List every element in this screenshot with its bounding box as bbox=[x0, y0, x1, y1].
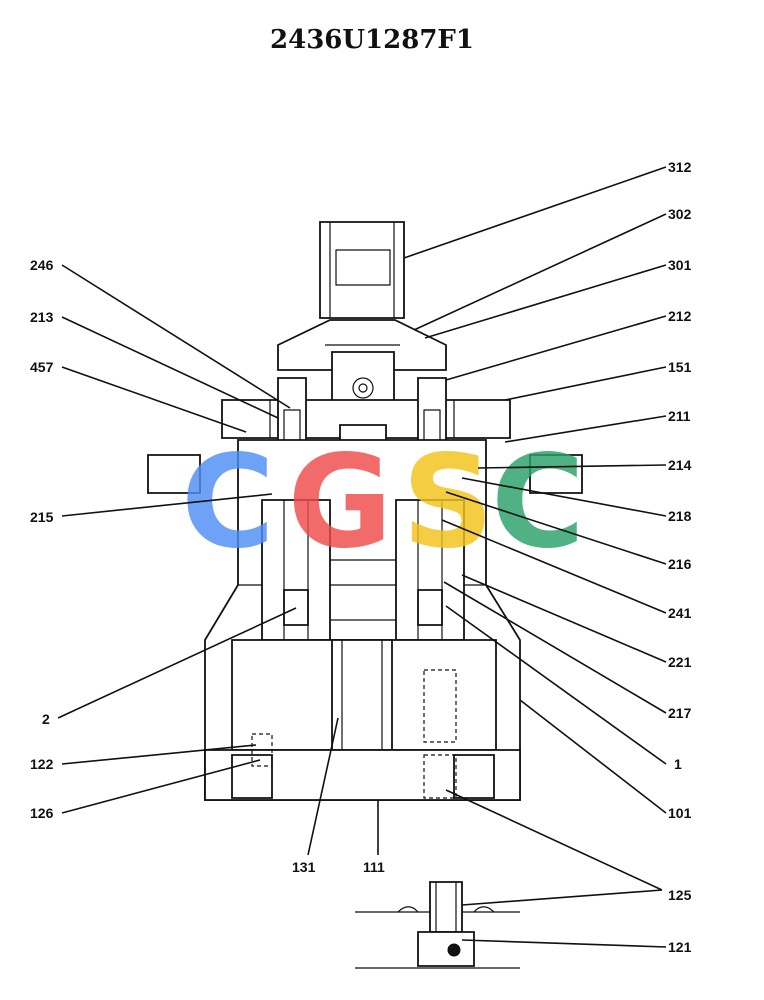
callout-125: 125 bbox=[668, 887, 692, 903]
watermark-letter: G bbox=[287, 428, 392, 577]
leader-lines bbox=[57, 166, 667, 948]
callout-217: 217 bbox=[668, 705, 692, 721]
callout-111: 111 bbox=[363, 859, 385, 875]
callout-312: 312 bbox=[668, 159, 692, 175]
valve-assembly-drawing bbox=[147, 221, 583, 969]
callout-1: 1 bbox=[674, 756, 682, 772]
callout-301: 301 bbox=[668, 257, 692, 273]
drawing-number-title: 2436U1287F1 bbox=[270, 25, 474, 55]
callout-126: 126 bbox=[30, 805, 54, 821]
callout-131: 131 bbox=[292, 859, 316, 875]
callout-122: 122 bbox=[30, 756, 54, 772]
callout-151: 151 bbox=[668, 359, 692, 375]
callout-101: 101 bbox=[668, 805, 692, 821]
callout-2: 2 bbox=[42, 711, 50, 727]
callout-121: 121 bbox=[668, 939, 692, 955]
callout-221: 221 bbox=[668, 654, 692, 670]
callout-302: 302 bbox=[668, 206, 692, 222]
callout-labels: 312 302 301 212 151 211 214 218 216 241 … bbox=[30, 159, 692, 955]
callout-214: 214 bbox=[668, 457, 692, 473]
watermark-letter: C bbox=[491, 428, 585, 577]
callout-246: 246 bbox=[30, 257, 54, 273]
callout-211: 211 bbox=[668, 408, 691, 424]
callout-457: 457 bbox=[30, 359, 54, 375]
callout-213: 213 bbox=[30, 309, 54, 325]
callout-215: 215 bbox=[30, 509, 54, 525]
callout-212: 212 bbox=[668, 308, 692, 324]
callout-241: 241 bbox=[668, 605, 692, 621]
callout-218: 218 bbox=[668, 508, 692, 524]
callout-216: 216 bbox=[668, 556, 692, 572]
